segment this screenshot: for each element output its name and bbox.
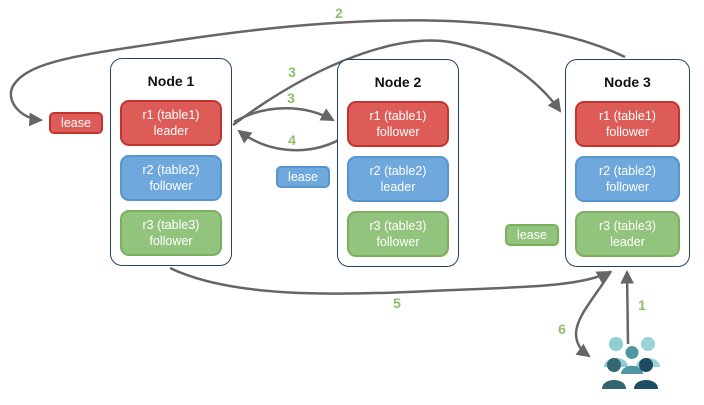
arrow-step5-node1-to-node3 bbox=[169, 266, 611, 295]
replica-role: follower bbox=[149, 234, 193, 248]
step-label-3b: 3 bbox=[287, 90, 295, 106]
node-2-replica-r3: r3 (table3) follower bbox=[347, 211, 449, 257]
step-label-2: 2 bbox=[335, 5, 343, 21]
replica-role: leader bbox=[153, 124, 189, 138]
node-3-replica-r2: r2 (table2) follower bbox=[575, 156, 680, 202]
node-1-replica-r3: r3 (table3) follower bbox=[120, 210, 222, 256]
lease-badge-red: lease bbox=[49, 112, 103, 134]
replica-name: r1 (table1) bbox=[599, 109, 656, 123]
node-3-replicas: r1 (table1) follower r2 (table2) followe… bbox=[575, 101, 680, 257]
replica-role: follower bbox=[605, 180, 650, 194]
users-icon bbox=[602, 337, 660, 389]
node-3: Node 3 r1 (table1) follower r2 (table2) … bbox=[565, 59, 690, 267]
replica-name: r2 (table2) bbox=[142, 163, 200, 177]
node-3-title: Node 3 bbox=[604, 74, 651, 90]
replica-name: r2 (table2) bbox=[369, 164, 427, 178]
lease-badge-green: lease bbox=[505, 224, 559, 246]
node-1: Node 1 r1 (table1) leader r2 (table2) fo… bbox=[110, 58, 232, 266]
step-label-3a: 3 bbox=[288, 64, 296, 80]
replica-name: r3 (table3) bbox=[142, 218, 200, 232]
node-2-title: Node 2 bbox=[374, 74, 422, 90]
replica-role: follower bbox=[605, 125, 650, 139]
node-3-replica-r3: r3 (table3) leader bbox=[575, 211, 680, 257]
replica-role: leader bbox=[380, 180, 416, 194]
node-2: Node 2 r1 (table1) follower r2 (table2) … bbox=[337, 59, 459, 267]
node-1-replica-r1: r1 (table1) leader bbox=[120, 100, 222, 146]
node-3-replica-r1: r1 (table1) follower bbox=[575, 101, 680, 147]
step-label-6: 6 bbox=[558, 321, 566, 337]
replica-name: r1 (table1) bbox=[369, 109, 427, 123]
node-1-replica-r2: r2 (table2) follower bbox=[120, 155, 222, 201]
lease-badge-blue: lease bbox=[276, 166, 330, 188]
replica-name: r2 (table2) bbox=[599, 164, 656, 178]
replica-name: r3 (table3) bbox=[599, 219, 656, 233]
replica-name: r1 (table1) bbox=[142, 108, 200, 122]
node-2-replicas: r1 (table1) follower r2 (table2) leader … bbox=[347, 101, 449, 257]
step-label-4: 4 bbox=[288, 132, 296, 148]
step-label-5: 5 bbox=[393, 295, 401, 311]
replica-role: follower bbox=[149, 179, 193, 193]
node-2-replica-r1: r1 (table1) follower bbox=[347, 101, 449, 147]
node-1-replicas: r1 (table1) leader r2 (table2) follower … bbox=[120, 100, 222, 256]
node-2-replica-r2: r2 (table2) leader bbox=[347, 156, 449, 202]
arrow-step3-node1-to-node2 bbox=[233, 107, 335, 124]
replica-role: follower bbox=[376, 125, 420, 139]
replica-name: r3 (table3) bbox=[369, 219, 427, 233]
step-label-1: 1 bbox=[638, 297, 646, 313]
arrow-step2-node3-to-lease1 bbox=[9, 19, 626, 127]
replica-role: follower bbox=[376, 235, 420, 249]
replica-role: leader bbox=[610, 235, 645, 249]
node-1-title: Node 1 bbox=[147, 73, 195, 89]
